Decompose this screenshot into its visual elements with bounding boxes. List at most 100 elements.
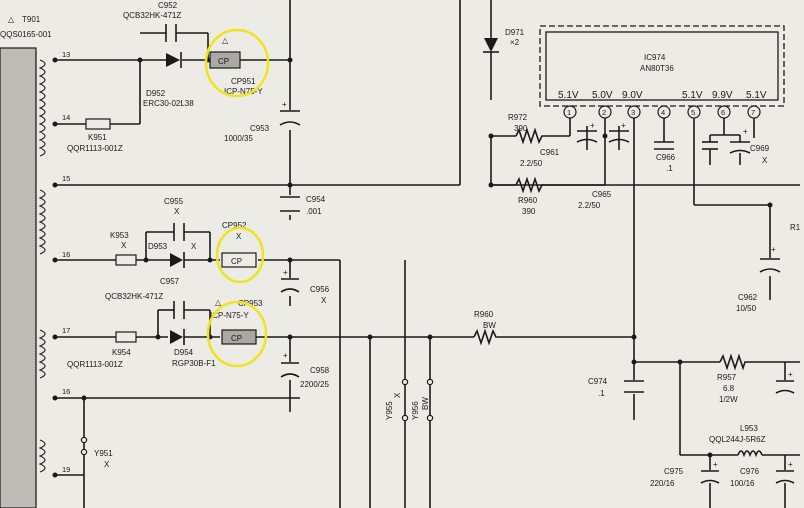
pin-13: 13 xyxy=(62,50,70,59)
d952-part: ERC30-02L38 xyxy=(143,99,194,108)
r972-value: 390 xyxy=(514,124,528,133)
warning-icon: △ xyxy=(222,36,229,45)
highlight-circle-3 xyxy=(206,300,268,368)
cp951-part: ICP-N75-Y xyxy=(224,87,263,96)
d954-part: RGP30B-F1 xyxy=(172,359,216,368)
c962-capacitor: + C962 10/50 xyxy=(736,245,781,313)
c954-capacitor: C954 .001 xyxy=(280,195,326,216)
c958-ref: C958 xyxy=(310,366,330,375)
r972-ref: R972 xyxy=(508,113,528,122)
ic-pin-2: 2 xyxy=(602,108,606,117)
c953-value: 1000/35 xyxy=(224,134,253,143)
warning-icon: △ xyxy=(8,15,15,24)
winding-4 xyxy=(38,439,46,473)
l953-inductor: L953 QQL244J-5R6Z xyxy=(709,424,766,458)
ic-ref: IC974 xyxy=(644,53,666,62)
y955-jumper: Y955 X xyxy=(385,378,409,422)
transformer-t901: △ T901 QQS0165-001 13 14 15 16 17 16 19 xyxy=(0,15,70,508)
transformer-part: QQS0165-001 xyxy=(0,30,52,39)
c953-ref: C953 xyxy=(250,124,270,133)
pin-14: 14 xyxy=(62,113,70,122)
c965-capacitor: + C965 2.2/50 xyxy=(578,121,630,210)
c965-value: 2.2/50 xyxy=(578,201,601,210)
winding-1 xyxy=(38,59,46,157)
cp952-protector: CP CP952 X xyxy=(215,221,265,284)
d971-ref: D971 xyxy=(505,28,525,37)
ic-pin-5: 5 xyxy=(691,108,695,117)
k953-value: X xyxy=(121,241,127,250)
y951-ref: Y951 xyxy=(94,449,113,458)
r960-resistor: R960 BW xyxy=(473,310,498,346)
c954-ref: C954 xyxy=(306,195,326,204)
ic-pin-4: 4 xyxy=(661,108,665,117)
cp952-value: X xyxy=(236,232,242,241)
plus-symbol-10: + xyxy=(788,460,793,469)
ic-pin-1: 1 xyxy=(567,108,571,117)
highlight-circle-2 xyxy=(215,226,265,284)
ic-voltage-pin1: 5.1V xyxy=(558,90,579,101)
ic-voltage-pin7: 5.1V xyxy=(746,90,767,101)
d954-diode: D954 RGP30B-F1 xyxy=(170,329,216,368)
cp953-protector: CP △ CP953 ICP-N75-Y xyxy=(206,298,268,368)
plus-symbol-9: + xyxy=(713,460,718,469)
k951-part: QQR1113-001Z xyxy=(67,144,123,153)
k953-ref: K953 xyxy=(110,231,129,240)
c978-capacitor: + xyxy=(775,370,795,394)
c952-part: QCB32HK-471Z xyxy=(123,11,181,20)
winding-2 xyxy=(38,189,46,255)
transformer-ref: T901 xyxy=(22,15,41,24)
r957-value2: 1/2W xyxy=(719,395,738,404)
c961-ref: C961 xyxy=(540,148,560,157)
warning-icon: △ xyxy=(215,298,222,307)
plus-symbol-2: + xyxy=(283,268,288,277)
c958-value: 2200/25 xyxy=(300,380,329,389)
r960-ref: R960 xyxy=(474,310,494,319)
k954-fuse: K954 QQR1113-001Z xyxy=(67,331,137,369)
ic-voltage-pin3: 9.0V xyxy=(622,90,643,101)
y956-jumper: Y956 BW xyxy=(411,378,434,422)
c976-value: 100/16 xyxy=(730,479,755,488)
ic-pin-3: 3 xyxy=(631,108,635,117)
d952-diode: D952 ERC30-02L38 xyxy=(143,52,194,108)
r957-resistor: R957 6.8 1/2W xyxy=(717,353,746,404)
c974-ref: C974 xyxy=(588,377,608,386)
pin-19: 19 xyxy=(62,465,70,474)
c957-capacitor: C957 QCB32HK-471Z xyxy=(105,277,185,319)
c958-capacitor: + C958 2200/25 xyxy=(280,351,330,389)
c976-capacitor: + C976 100/16 xyxy=(730,460,795,508)
y955-value: X xyxy=(393,392,402,398)
c969-value: X xyxy=(762,156,768,165)
highlight-circle-1 xyxy=(204,28,270,98)
c969-capacitor: + C969 X xyxy=(729,127,770,165)
c966-ref: C966 xyxy=(656,153,676,162)
k951-fuse: K951 QQR1113-001Z xyxy=(67,118,123,153)
plus-symbol-7: + xyxy=(771,245,776,254)
c955-value: X xyxy=(174,207,180,216)
r957-value1: 6.8 xyxy=(723,384,735,393)
c974-value: .1 xyxy=(598,389,605,398)
ic-voltage-pin6: 9.9V xyxy=(712,90,733,101)
y951-value: X xyxy=(104,460,110,469)
y951-jumper: Y951 X xyxy=(80,436,113,469)
l953-part: QQL244J-5R6Z xyxy=(709,435,766,444)
d953-ref: D953 xyxy=(148,242,168,251)
y955-ref: Y955 xyxy=(385,401,394,420)
plus-symbol: + xyxy=(282,100,287,109)
k954-part: QQR1113-001Z xyxy=(67,360,123,369)
cp953-part: ICP-N75-Y xyxy=(210,311,249,320)
c952-ref: C952 xyxy=(158,1,178,10)
r960b-resistor: R960 390 xyxy=(515,176,544,216)
ic-pin-6: 6 xyxy=(721,108,725,117)
plus-symbol-4: + xyxy=(590,121,595,130)
d952-ref: D952 xyxy=(146,89,166,98)
ic-voltage-pin5: 5.1V xyxy=(682,90,703,101)
pin-17: 17 xyxy=(62,326,70,335)
c962-ref: C962 xyxy=(738,293,758,302)
plus-symbol-3: + xyxy=(283,351,288,360)
c966-capacitor: C966 .1 xyxy=(654,141,676,173)
c976-ref: C976 xyxy=(740,467,760,476)
transformer-core xyxy=(0,47,37,508)
c965-ref: C965 xyxy=(592,190,612,199)
y956-value: BW xyxy=(421,397,430,410)
